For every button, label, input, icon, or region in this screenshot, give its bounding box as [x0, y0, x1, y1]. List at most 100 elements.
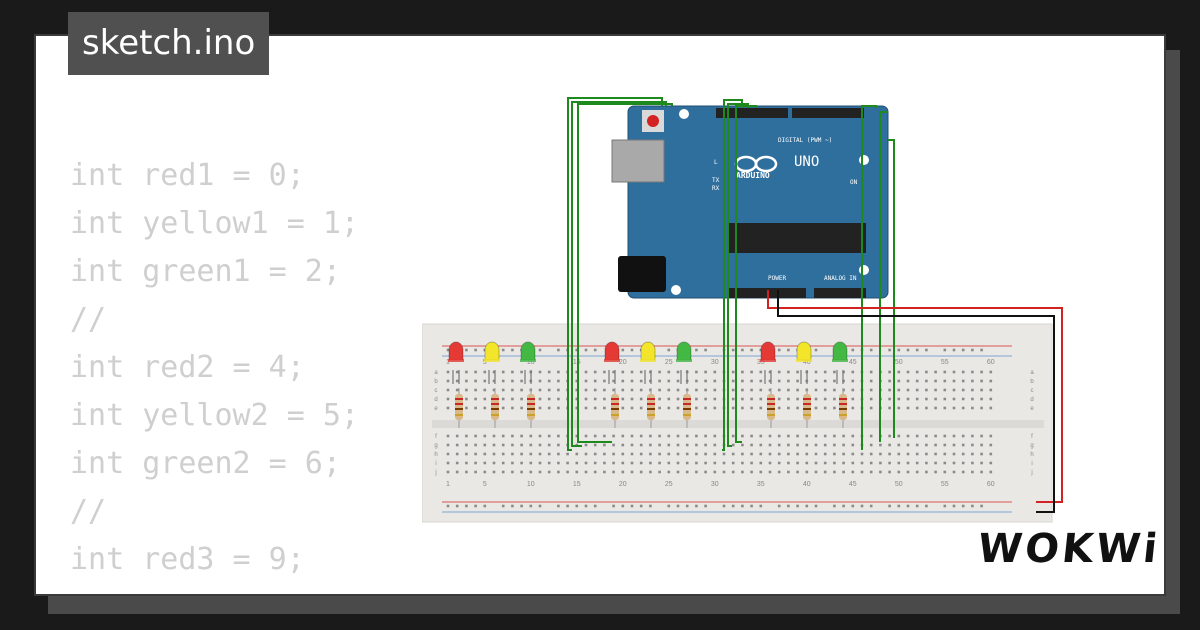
- breadboard-hole: [667, 388, 671, 392]
- breadboard-hole: [483, 470, 487, 474]
- resistor-band: [683, 414, 691, 416]
- breadboard-hole: [731, 370, 735, 374]
- mount-hole: [859, 265, 869, 275]
- resistor-body: [839, 394, 847, 420]
- breadboard-hole: [851, 461, 855, 465]
- breadboard-hole: [842, 388, 845, 392]
- breadboard-hole: [538, 461, 542, 465]
- rail-hole: [952, 504, 956, 508]
- breadboard-hole: [446, 370, 450, 374]
- column-number: 60: [987, 481, 995, 488]
- breadboard-hole: [584, 434, 588, 438]
- breadboard-hole: [695, 443, 698, 447]
- breadboard-hole: [501, 379, 505, 383]
- rail-hole: [915, 504, 919, 508]
- code-line: int red2 = 4;: [70, 350, 305, 385]
- resistor-band: [611, 414, 619, 416]
- breadboard-hole: [833, 470, 836, 474]
- breadboard-hole: [915, 470, 919, 474]
- resistor-body: [767, 394, 775, 420]
- breadboard-hole: [492, 461, 496, 465]
- breadboard-hole: [787, 388, 790, 392]
- rail-hole: [860, 504, 864, 508]
- breadboard-hole: [446, 388, 450, 392]
- wire-green2: [735, 105, 757, 443]
- breadboard-hole: [465, 443, 468, 447]
- breadboard-hole: [621, 379, 625, 383]
- column-number: 15: [573, 481, 581, 488]
- breadboard-hole: [823, 379, 827, 383]
- file-tab[interactable]: sketch.ino: [68, 12, 270, 75]
- resistor-body: [647, 394, 655, 420]
- breadboard-hole: [823, 470, 827, 474]
- breadboard-hole: [980, 406, 983, 410]
- breadboard-hole: [704, 470, 707, 474]
- column-number: 45: [849, 481, 857, 488]
- breadboard-hole: [511, 397, 514, 401]
- breadboard-hole: [465, 452, 468, 456]
- breadboard-hole: [455, 461, 459, 465]
- breadboard-hole: [474, 470, 477, 474]
- breadboard-hole: [667, 379, 671, 383]
- breadboard-hole: [971, 370, 974, 374]
- breadboard-hole: [621, 452, 625, 456]
- resistor-band: [767, 408, 775, 410]
- column-number: 5: [483, 481, 487, 488]
- breadboard-hole: [796, 370, 799, 374]
- breadboard-hole: [520, 443, 523, 447]
- breadboard-hole: [501, 461, 505, 465]
- breadboard-hole: [483, 379, 487, 383]
- breadboard-hole: [796, 397, 799, 401]
- breadboard-hole: [768, 434, 772, 438]
- breadboard-hole: [446, 470, 450, 474]
- breadboard-hole: [833, 370, 836, 374]
- breadboard-hole: [492, 434, 496, 438]
- code-preview: int red1 = 0;int yellow1 = 1;int green1 …: [70, 152, 377, 594]
- breadboard-hole: [547, 388, 551, 392]
- breadboard-hole: [575, 470, 579, 474]
- breadboard-hole: [731, 461, 735, 465]
- breadboard-hole: [961, 406, 965, 410]
- breadboard-hole: [851, 379, 855, 383]
- breadboard-hole: [676, 470, 680, 474]
- breadboard-hole: [943, 470, 947, 474]
- row-letter: c: [1031, 388, 1034, 394]
- breadboard-hole: [851, 406, 855, 410]
- breadboard-hole: [980, 397, 983, 401]
- breadboard-hole: [961, 443, 965, 447]
- breadboard-hole: [658, 406, 661, 410]
- breadboard-hole: [492, 470, 496, 474]
- breadboard-hole: [952, 461, 956, 465]
- breadboard-hole: [915, 388, 919, 392]
- row-letter: f: [435, 434, 437, 440]
- breadboard-hole: [777, 452, 781, 456]
- breadboard-hole: [943, 397, 947, 401]
- breadboard-hole: [731, 470, 735, 474]
- row-letter: i: [435, 461, 436, 467]
- breadboard-hole: [879, 443, 882, 447]
- rail-hole: [446, 348, 450, 352]
- breadboard-hole: [906, 397, 910, 401]
- breadboard-hole: [649, 470, 652, 474]
- breadboard-hole: [658, 379, 661, 383]
- breadboard-hole: [455, 452, 459, 456]
- rail-hole: [750, 348, 753, 352]
- resistor-band: [683, 408, 691, 410]
- arduino-logo-right: [754, 155, 778, 173]
- breadboard-hole: [538, 452, 542, 456]
- breadboard-hole: [787, 461, 790, 465]
- resistor-band: [611, 398, 619, 400]
- breadboard-hole: [603, 388, 606, 392]
- breadboard-hole: [777, 370, 781, 374]
- breadboard-hole: [465, 470, 468, 474]
- breadboard-hole: [989, 452, 993, 456]
- code-line: int green1 = 2;: [70, 254, 341, 289]
- breadboard-hole: [511, 470, 514, 474]
- breadboard-hole: [750, 470, 753, 474]
- breadboard-hole: [446, 379, 450, 383]
- column-number: 10: [527, 481, 535, 488]
- breadboard-hole: [446, 452, 450, 456]
- rail-hole: [704, 504, 707, 508]
- code-line: //: [70, 302, 107, 337]
- breadboard-hole: [787, 379, 790, 383]
